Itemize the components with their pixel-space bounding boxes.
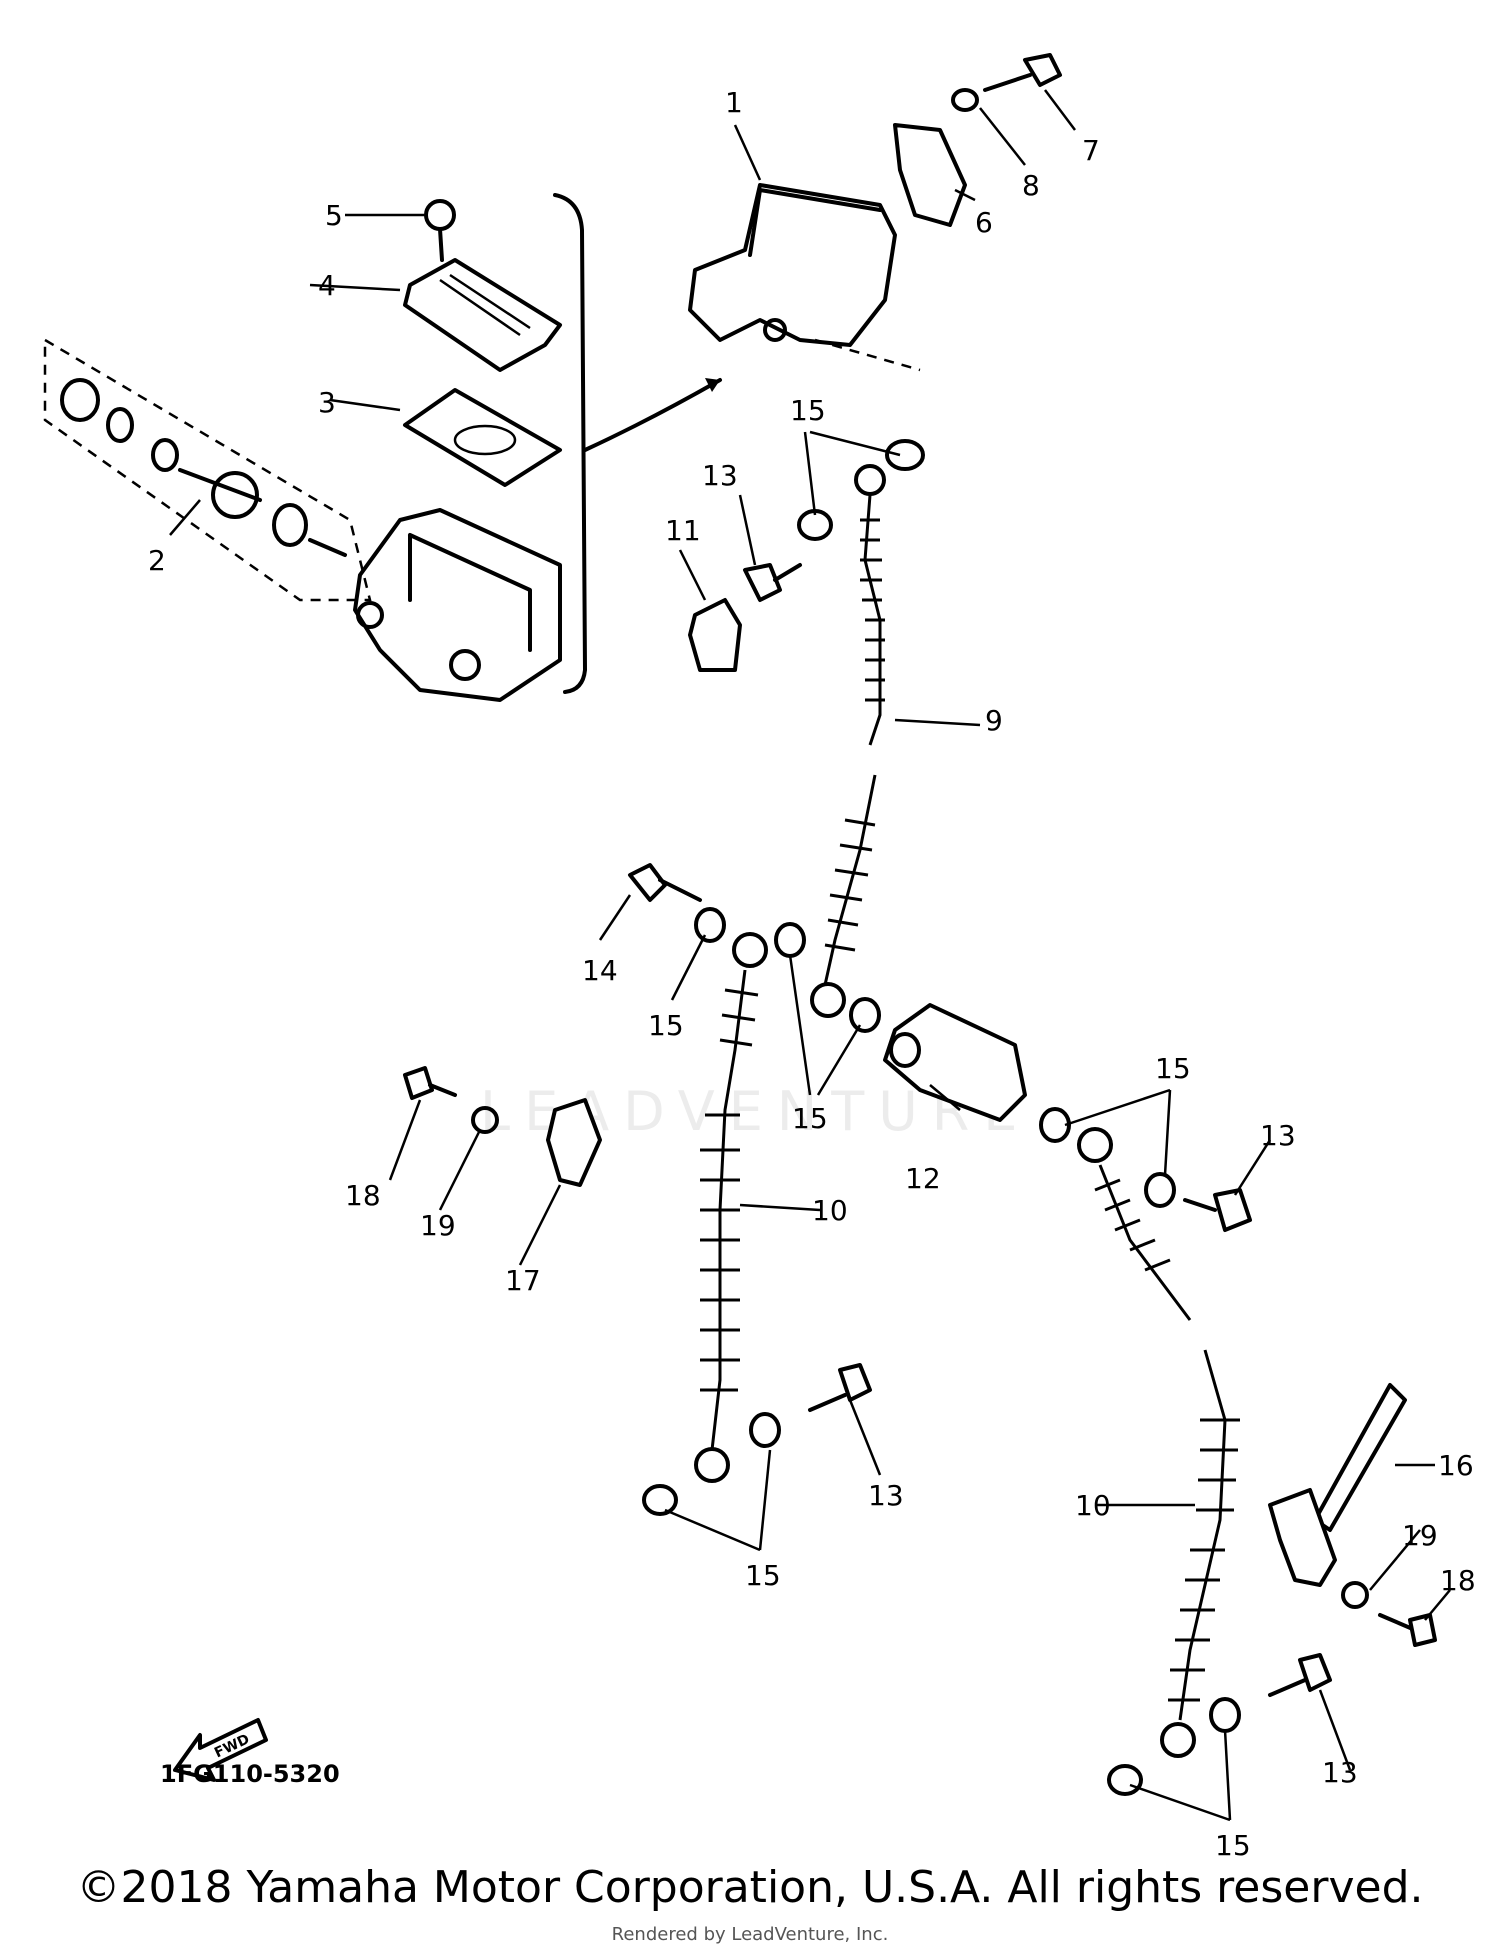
callout-15-right-bottom: 15 [1215, 1829, 1251, 1862]
rendered-by-notice: Rendered by LeadVenture, Inc. [611, 1924, 889, 1945]
callout-12: 12 [905, 1162, 941, 1195]
part-15-washer[interactable] [694, 907, 726, 943]
callout-2: 2 [148, 544, 166, 577]
part-13-bolt[interactable] [1268, 1653, 1332, 1697]
part-15-washer[interactable] [797, 509, 833, 541]
callout-13-bottom: 13 [1322, 1756, 1358, 1789]
callout-10-left: 10 [812, 1194, 848, 1227]
part-13-bolt[interactable] [808, 1363, 872, 1412]
part-5-screw[interactable] [424, 199, 456, 262]
part-18-bolt[interactable] [403, 1066, 457, 1100]
callout-4: 4 [318, 269, 336, 302]
callout-16: 16 [1438, 1449, 1474, 1482]
callout-18-right: 18 [1440, 1564, 1476, 1597]
callout-3: 3 [318, 386, 336, 419]
callout-7: 7 [1082, 134, 1100, 167]
part-15-washer[interactable] [849, 997, 881, 1033]
callout-15-right: 15 [1155, 1052, 1191, 1085]
callout-labels: 1 2 3 4 5 6 7 8 9 10 10 11 12 13 13 13 1… [148, 86, 1476, 1862]
part-15-washer[interactable] [885, 439, 925, 471]
part-12-joint[interactable] [883, 1003, 1027, 1122]
assembly-arrow [583, 378, 722, 452]
part-8-washer[interactable] [951, 88, 979, 112]
part-15-washer[interactable] [1039, 1107, 1071, 1143]
part-19-nut[interactable] [471, 1106, 499, 1134]
part-13-bolt[interactable] [1183, 1188, 1252, 1232]
callout-19-right: 19 [1402, 1519, 1438, 1552]
callout-18-left: 18 [345, 1179, 381, 1212]
callout-1: 1 [725, 86, 743, 119]
part-19-nut[interactable] [1341, 1581, 1369, 1609]
callout-15-left-bottom: 15 [745, 1559, 781, 1592]
callout-5: 5 [325, 199, 343, 232]
part-9-brake-hose[interactable] [810, 464, 886, 1018]
part-11-boot[interactable] [688, 598, 742, 672]
part-16-hose-guide[interactable] [1268, 1383, 1407, 1587]
part-7-bolt[interactable] [983, 53, 1062, 92]
callout-9: 9 [985, 704, 1003, 737]
part-10-brake-hose[interactable] [694, 932, 768, 1483]
callout-6: 6 [975, 206, 993, 239]
callout-11: 11 [665, 514, 701, 547]
master-cylinder-body[interactable] [353, 508, 562, 702]
callout-19-left: 19 [420, 1209, 456, 1242]
callout-17: 17 [505, 1264, 541, 1297]
part-15-washer[interactable] [774, 922, 806, 958]
callout-10-right: 10 [1075, 1489, 1111, 1522]
part-2-piston-kit[interactable] [43, 337, 372, 602]
part-15-washer[interactable] [1209, 1697, 1241, 1733]
callout-15-upper-left: 15 [648, 1009, 684, 1042]
part-1-master-cylinder[interactable] [688, 183, 897, 347]
leader-lines [169, 89, 1451, 1822]
part-10-brake-hose[interactable] [1077, 1127, 1240, 1758]
callout-13-right: 13 [1260, 1119, 1296, 1152]
callout-8: 8 [1022, 169, 1040, 202]
part-4-cover-plate[interactable] [403, 258, 562, 372]
part-18-bolt[interactable] [1378, 1613, 1437, 1647]
callout-14: 14 [582, 954, 618, 987]
part-15-washer[interactable] [1107, 1764, 1143, 1796]
callout-13-top: 13 [702, 459, 738, 492]
part-17-hose-guide[interactable] [546, 1098, 602, 1187]
part-15-washer[interactable] [749, 1412, 781, 1448]
part-6-clamp[interactable] [893, 123, 967, 227]
part-15-washer[interactable] [642, 1484, 678, 1516]
part-13-bolt[interactable] [743, 563, 802, 602]
diagram-code: 1FG110-5320 [160, 1760, 340, 1788]
callout-15-top: 15 [790, 394, 826, 427]
copyright-notice: ©2018 Yamaha Motor Corporation, U.S.A. A… [76, 1862, 1424, 1913]
part-3-diaphragm[interactable] [403, 388, 562, 487]
arrow-head-icon [705, 378, 720, 392]
callout-13-mid: 13 [868, 1479, 904, 1512]
part-15-washer[interactable] [1144, 1172, 1176, 1208]
callout-15-center: 15 [792, 1102, 828, 1135]
part-14-bolt[interactable] [628, 863, 702, 902]
